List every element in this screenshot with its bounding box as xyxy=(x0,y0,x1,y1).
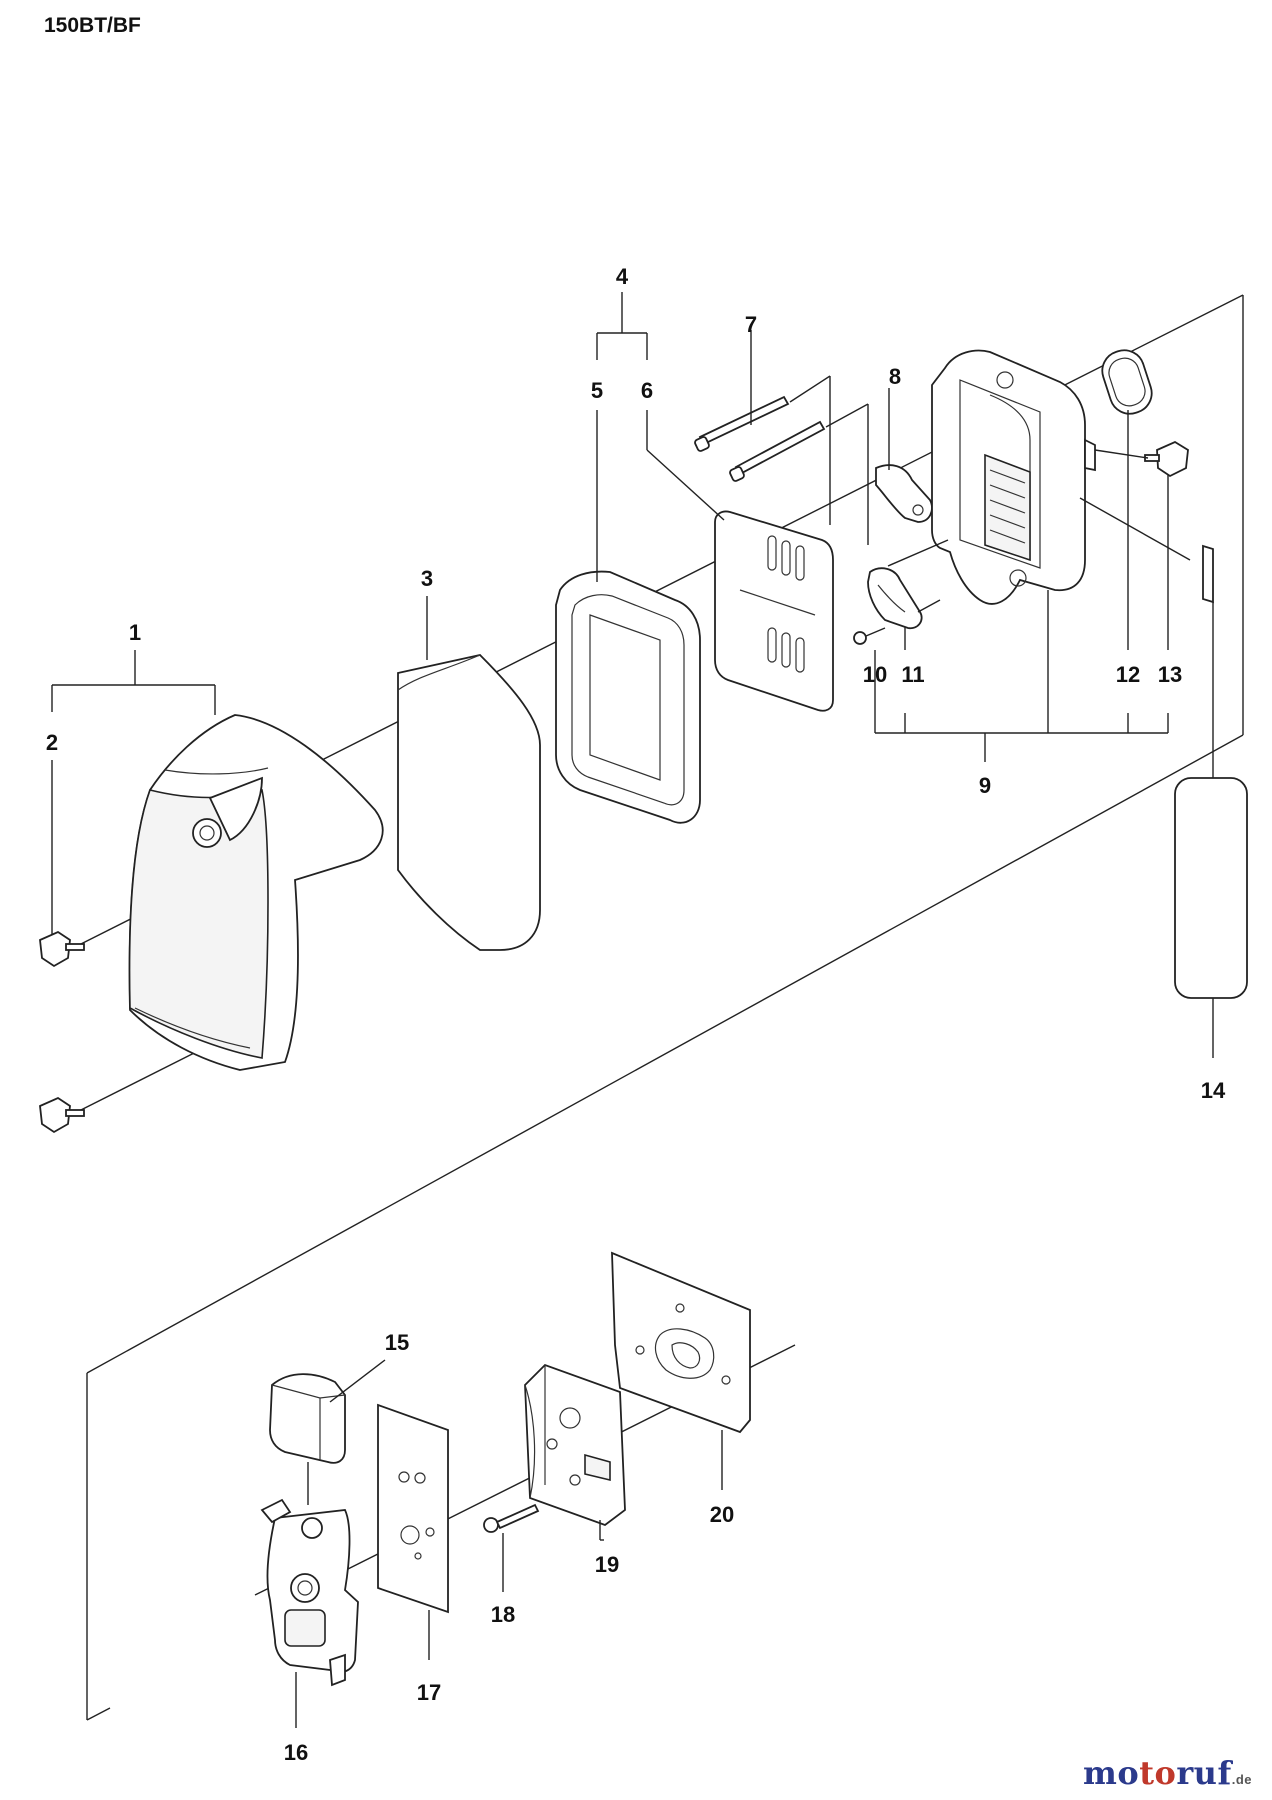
model-title: 150BT/BF xyxy=(44,14,141,37)
callout-16: 16 xyxy=(284,1740,308,1765)
adapter-screw xyxy=(483,1503,540,1533)
callout-17: 17 xyxy=(417,1680,441,1705)
choke-lever xyxy=(875,464,933,523)
choke-bracket xyxy=(867,539,949,630)
intake-adapter xyxy=(524,1363,626,1527)
filter-foam xyxy=(397,654,541,951)
cover-knob xyxy=(39,930,85,1134)
callout-13: 13 xyxy=(1158,662,1182,687)
callout-20: 20 xyxy=(710,1502,734,1527)
leader-lines xyxy=(51,292,1214,1728)
watermark-suffix: .de xyxy=(1231,1772,1252,1787)
filter-housing xyxy=(931,349,1096,605)
watermark-part-3: ruf xyxy=(1176,1754,1232,1792)
callout-19: 19 xyxy=(595,1552,619,1577)
housing-o-ring xyxy=(1101,349,1153,415)
callout-6: 6 xyxy=(641,378,653,403)
watermark-part-2: to xyxy=(1139,1754,1177,1792)
callout-8: 8 xyxy=(889,364,901,389)
cylinder-gasket xyxy=(611,1251,751,1434)
callout-10: 10 xyxy=(863,662,887,687)
upper-section-frame xyxy=(86,295,1244,1721)
filter-plate xyxy=(714,510,834,712)
carburettor xyxy=(260,1498,359,1687)
callout-11: 11 xyxy=(901,662,924,687)
callout-2: 2 xyxy=(46,730,58,755)
callout-12: 12 xyxy=(1116,662,1140,687)
filter-frame xyxy=(555,570,701,824)
housing-bolts xyxy=(694,375,869,545)
carburettor-cap xyxy=(269,1373,346,1464)
callout-9: 9 xyxy=(979,773,991,798)
bracket-screw xyxy=(853,627,886,645)
callout-18: 18 xyxy=(491,1602,515,1627)
callout-15: 15 xyxy=(385,1330,409,1355)
callout-7: 7 xyxy=(745,312,757,337)
callout-5: 5 xyxy=(591,378,603,403)
callout-3: 3 xyxy=(421,566,433,591)
housing-knob xyxy=(1094,440,1189,478)
watermark-logo: motoruf.de xyxy=(1083,1754,1252,1792)
decal xyxy=(1174,544,1248,999)
air-filter-cover xyxy=(128,714,384,1071)
carburettor-gasket xyxy=(377,1403,449,1614)
watermark-part-1: mo xyxy=(1082,1754,1140,1792)
callout-labels: 1 2 3 4 5 6 7 8 9 10 11 12 13 14 15 16 1… xyxy=(46,264,1226,1765)
callout-14: 14 xyxy=(1201,1078,1226,1103)
callout-4: 4 xyxy=(616,264,629,289)
callout-1: 1 xyxy=(129,620,141,645)
